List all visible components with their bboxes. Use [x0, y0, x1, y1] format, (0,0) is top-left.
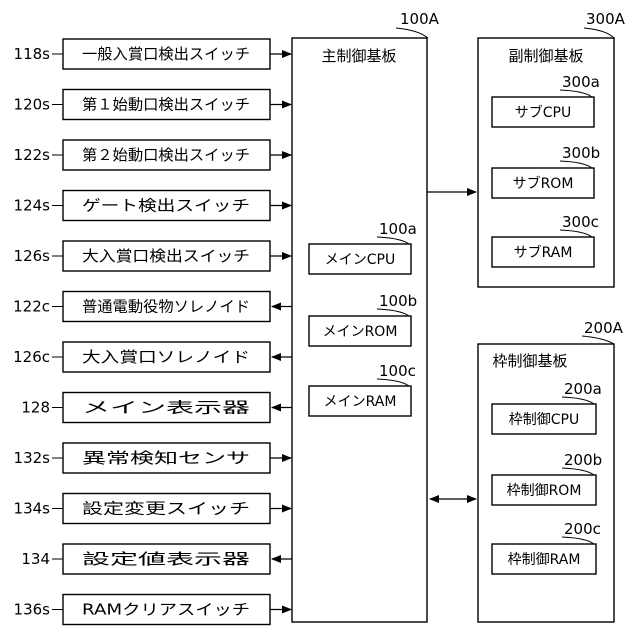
- io-device: 126c 大入賞口ソレノイド: [13, 342, 292, 372]
- board-component: サブRAM 300c: [492, 213, 599, 267]
- main-board-title: 主制御基板: [321, 47, 396, 65]
- component-label: メインRAM: [324, 394, 397, 410]
- io-device-ref: 126s: [14, 247, 51, 265]
- io-device-ref: 120s: [14, 96, 51, 114]
- io-device: 136s RAMクリアスイッチ: [14, 595, 291, 625]
- io-device: 118s 一般入賞口検出スイッチ: [14, 39, 291, 69]
- component-ref: 100b: [379, 292, 417, 310]
- frame-board-ref: 200A: [584, 319, 624, 337]
- sub-board-leader: [584, 28, 614, 38]
- component-label: 枠制御RAM: [508, 552, 581, 568]
- frame-board-leader: [582, 336, 614, 344]
- component-label: 枠制御CPU: [509, 412, 579, 428]
- sub-board-title: 副制御基板: [508, 47, 583, 65]
- board-component: メインROM 100b: [309, 292, 417, 346]
- io-device-label: 設定値表示器: [82, 550, 250, 568]
- io-device-label: 設定変更スイッチ: [82, 500, 250, 518]
- board-component: メインCPU 100a: [309, 220, 417, 274]
- sub-board-components: サブCPU 300a サブROM 300b サブRAM 300c: [492, 73, 600, 267]
- io-device-label: 第１始動口検出スイッチ: [82, 96, 250, 114]
- board-component: メインRAM 100c: [309, 362, 416, 416]
- io-device-ref: 126c: [13, 348, 50, 366]
- component-label: 枠制御ROM: [507, 483, 582, 499]
- io-device-ref: 118s: [14, 45, 51, 63]
- component-leader: [560, 230, 592, 237]
- io-device: 120s 第１始動口検出スイッチ: [14, 90, 291, 120]
- io-device-ref: 132s: [14, 449, 51, 467]
- io-device-label: 大入賞口ソレノイド: [82, 348, 250, 366]
- component-ref: 300b: [562, 144, 600, 162]
- io-device: 134 設定値表示器: [21, 544, 292, 574]
- component-label: サブRAM: [514, 244, 573, 261]
- main-board-components: メインCPU 100a メインROM 100b メインRAM 100c: [309, 220, 417, 416]
- frame-board-components: 枠制御CPU 200a 枠制御ROM 200b 枠制御RAM 200c: [492, 380, 602, 574]
- board-component: 枠制御ROM 200b: [492, 451, 602, 505]
- board-component: 枠制御RAM 200c: [492, 520, 601, 574]
- component-ref: 100c: [379, 362, 416, 380]
- io-device: 122c 普通電動役物ソレノイド: [13, 292, 292, 322]
- io-device-label: RAMクリアスイッチ: [82, 601, 250, 619]
- component-leader: [377, 237, 409, 244]
- io-devices: 118s 一般入賞口検出スイッチ 120s 第１始動口検出スイッチ 122s 第２始動口検…: [13, 39, 292, 625]
- io-device: 122s 第２始動口検出スイッチ: [14, 140, 291, 170]
- component-leader: [562, 537, 594, 544]
- frame-board-title: 枠制御基板: [492, 352, 567, 370]
- component-leader: [377, 309, 409, 316]
- component-leader: [562, 468, 594, 475]
- io-device-ref: 136s: [14, 601, 51, 619]
- io-device-ref: 134s: [14, 500, 51, 518]
- io-device-label: 一般入賞口検出スイッチ: [82, 45, 250, 63]
- component-ref: 300a: [562, 73, 600, 91]
- component-leader: [562, 397, 594, 404]
- io-device: 124s ゲート検出スイッチ: [14, 191, 291, 221]
- component-leader: [560, 161, 592, 168]
- component-label: サブROM: [513, 175, 574, 192]
- io-device-ref: 134: [21, 550, 50, 568]
- component-leader: [377, 379, 409, 386]
- io-device-ref: 124s: [14, 197, 51, 215]
- io-device-label: 普通電動役物ソレノイド: [82, 298, 250, 316]
- board-component: サブROM 300b: [492, 144, 600, 198]
- io-device-ref: 122s: [14, 146, 51, 164]
- io-device-ref: 122c: [13, 298, 50, 316]
- io-device: 134s 設定変更スイッチ: [14, 494, 291, 524]
- io-device: 126s 大入賞口検出スイッチ: [14, 241, 291, 271]
- component-label: メインCPU: [325, 252, 395, 268]
- board-component: 枠制御CPU 200a: [492, 380, 602, 434]
- component-ref: 300c: [562, 213, 599, 231]
- frame-board: 枠制御基板 200A: [478, 319, 624, 622]
- component-ref: 200c: [564, 520, 601, 538]
- component-ref: 100a: [379, 220, 417, 238]
- io-device: 132s 異常検知センサ: [14, 443, 291, 473]
- io-device-label: 第２始動口検出スイッチ: [82, 146, 250, 164]
- io-device-label: ゲート検出スイッチ: [82, 197, 250, 215]
- main-board-ref: 100A: [400, 10, 440, 28]
- io-device-label: メイン表示器: [82, 399, 250, 417]
- component-ref: 200a: [564, 380, 602, 398]
- component-label: サブCPU: [515, 104, 571, 121]
- component-leader: [560, 90, 592, 97]
- component-label: メインROM: [323, 324, 398, 340]
- sub-board-ref: 300A: [586, 10, 626, 28]
- io-device: 128 メイン表示器: [21, 393, 292, 423]
- io-device-label: 大入賞口検出スイッチ: [82, 247, 250, 265]
- io-device-label: 異常検知センサ: [82, 449, 250, 467]
- component-ref: 200b: [564, 451, 602, 469]
- io-device-ref: 128: [21, 399, 50, 417]
- board-component: サブCPU 300a: [492, 73, 600, 127]
- main-board-leader: [396, 28, 428, 38]
